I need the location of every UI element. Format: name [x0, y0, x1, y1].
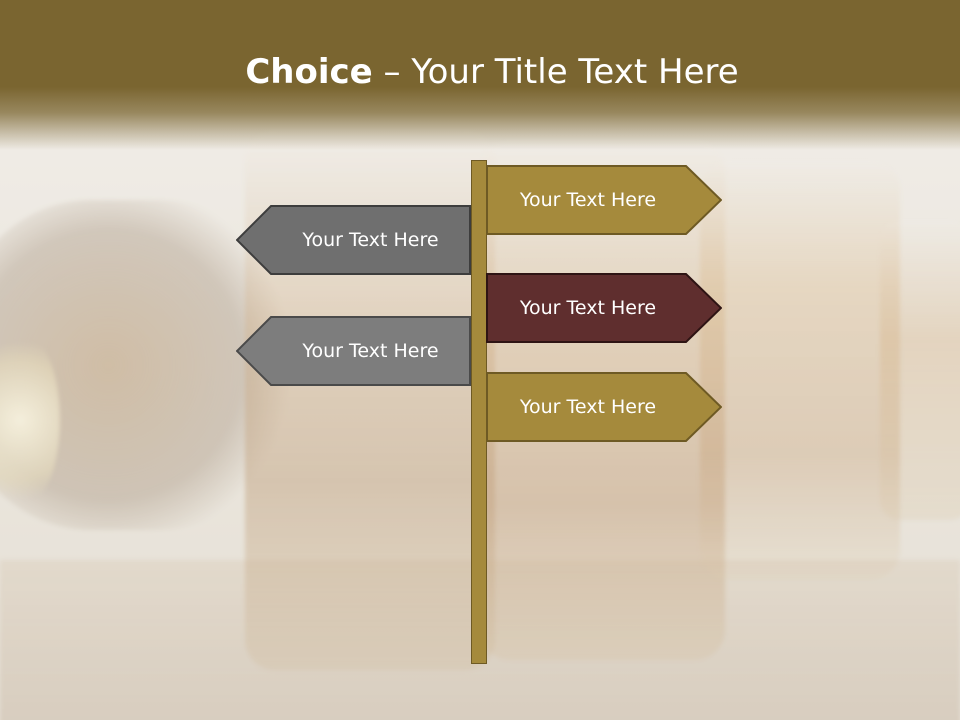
sign-label: Your Text Here — [302, 229, 439, 251]
slide-title: Choice – Your Title Text Here — [0, 52, 960, 92]
title-rest: – Your Title Text Here — [372, 52, 739, 92]
sign-left-top: Your Text Here — [236, 205, 471, 275]
sign-right-top: Your Text Here — [486, 165, 722, 235]
title-bold: Choice — [245, 52, 373, 92]
arrow-right-shape — [486, 165, 722, 235]
title-band — [0, 0, 960, 150]
sign-label: Your Text Here — [519, 297, 657, 319]
signpost-pole — [471, 160, 487, 664]
sign-left-bottom: Your Text Here — [236, 316, 471, 386]
arrow-right-shape — [486, 273, 722, 343]
sign-label: Your Text Here — [302, 340, 439, 362]
sign-label: Your Text Here — [519, 396, 657, 418]
sign-label: Your Text Here — [519, 189, 657, 211]
sign-right-middle: Your Text Here — [486, 273, 722, 343]
arrow-left-shape — [236, 205, 471, 275]
sign-right-bottom: Your Text Here — [486, 372, 722, 442]
arrow-left-shape — [236, 316, 471, 386]
arrow-right-shape — [486, 372, 722, 442]
